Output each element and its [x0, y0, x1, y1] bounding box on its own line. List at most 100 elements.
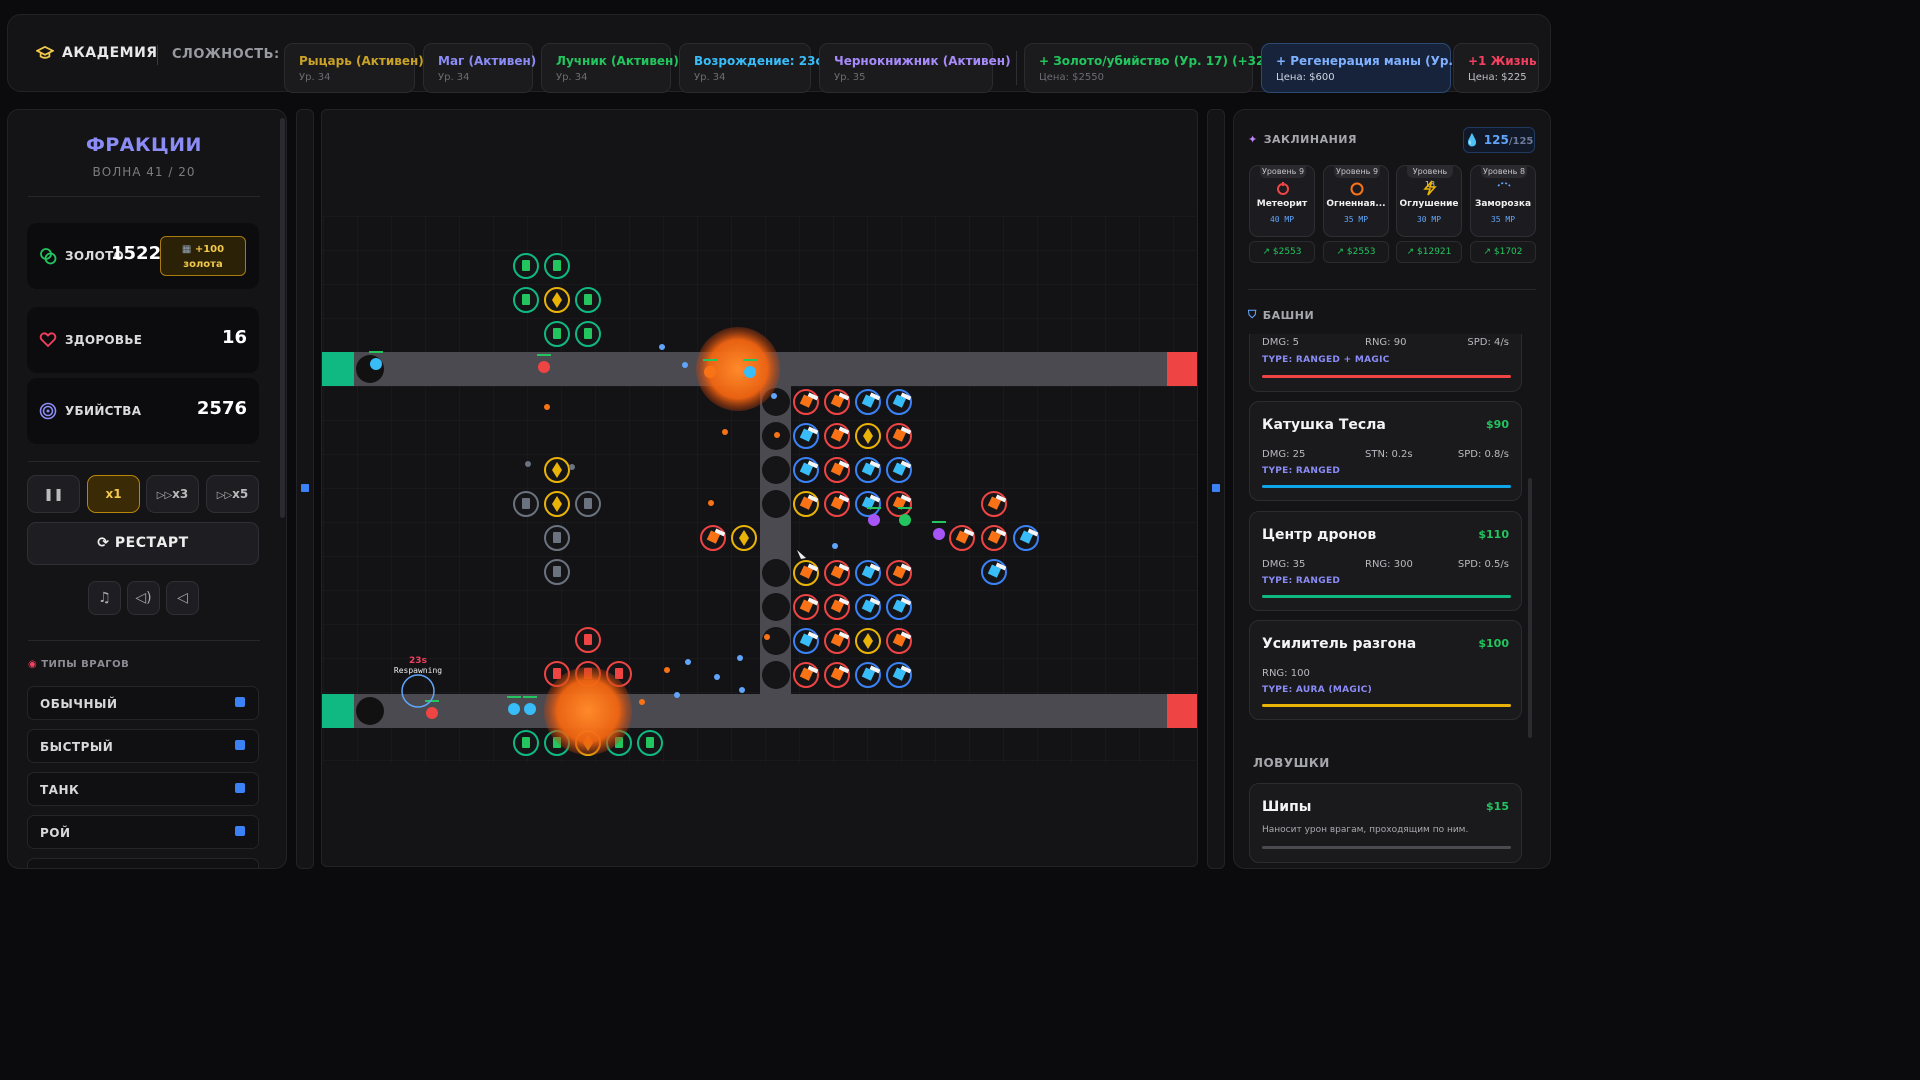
tower[interactable] [575, 627, 601, 653]
tower[interactable] [793, 594, 819, 620]
tower[interactable] [793, 423, 819, 449]
tower[interactable] [575, 287, 601, 313]
tower[interactable] [544, 525, 570, 551]
tower[interactable] [793, 389, 819, 415]
tower[interactable] [544, 491, 570, 517]
tower[interactable] [544, 559, 570, 585]
spell-fireball-button[interactable]: Уровень 9 Огненная... 35 MP [1323, 165, 1389, 237]
tower[interactable] [981, 525, 1007, 551]
build-slot[interactable] [762, 627, 790, 655]
tower[interactable] [824, 491, 850, 517]
restart-button[interactable]: ⟳ РЕСТАРТ [27, 522, 259, 565]
tower[interactable] [513, 253, 539, 279]
tower[interactable] [981, 491, 1007, 517]
tower[interactable] [886, 457, 912, 483]
tower[interactable] [793, 457, 819, 483]
tower[interactable] [855, 389, 881, 415]
faction-mage-chip[interactable]: Маг (Активен) Ур. 34 [423, 43, 536, 93]
tower[interactable] [513, 287, 539, 313]
tower[interactable] [855, 628, 881, 654]
left-collapse-rail[interactable] [296, 109, 314, 869]
spell-meteor-button[interactable]: Уровень 9 Метеорит 40 MP [1249, 165, 1315, 237]
tower[interactable] [886, 628, 912, 654]
tower[interactable] [824, 594, 850, 620]
tower[interactable] [886, 560, 912, 586]
tower-card-drone-center[interactable]: Центр дронов $110 DMG: 35 RNG: 300 SPD: … [1249, 511, 1522, 611]
tower[interactable] [793, 628, 819, 654]
tower[interactable] [981, 559, 1007, 585]
speed-x1-button[interactable]: x1 [87, 475, 140, 513]
enemy-type-fast[interactable]: БЫСТРЫЙ [27, 729, 259, 763]
upgrade-meteor-button[interactable]: ↗ $2553 [1249, 241, 1315, 263]
upgrade-mana-button[interactable]: + Регенерация маны (Ур. 4) Цена: $600 [1261, 43, 1471, 93]
spell-freeze-button[interactable]: Уровень 8 Заморозка 35 MP [1470, 165, 1536, 237]
tower[interactable] [886, 594, 912, 620]
enemy-type-normal[interactable]: ОБЫЧНЫЙ [27, 686, 259, 720]
upgrade-freeze-button[interactable]: ↗ $1702 [1470, 241, 1536, 263]
faction-respawn-chip[interactable]: Возрождение: 23с Ур. 34 [679, 43, 823, 93]
spell-stun-button[interactable]: Уровень 13 Оглушение 30 MP [1396, 165, 1462, 237]
tower[interactable] [824, 662, 850, 688]
map-canvas[interactable]: 23s Respawning [322, 110, 1198, 867]
tower[interactable] [824, 457, 850, 483]
tower[interactable] [1013, 525, 1039, 551]
left-scrollbar[interactable] [280, 118, 285, 518]
tower[interactable] [575, 321, 601, 347]
tower[interactable] [855, 662, 881, 688]
tower[interactable] [544, 321, 570, 347]
trap-card-spikes[interactable]: Шипы $15 Наносит урон врагам, проходящим… [1249, 783, 1522, 863]
tower[interactable] [855, 491, 881, 517]
music-toggle-button[interactable]: ♫ [88, 581, 121, 615]
build-slot[interactable] [762, 593, 790, 621]
enemy-type-swarm[interactable]: РОЙ [27, 815, 259, 849]
tower[interactable] [855, 457, 881, 483]
build-slot[interactable] [762, 661, 790, 689]
right-collapse-rail[interactable] [1207, 109, 1225, 869]
speed-x5-button[interactable]: ▷▷x5 [206, 475, 259, 513]
sound-toggle-button[interactable]: ◁) [127, 581, 160, 615]
pause-button[interactable]: ❚❚ [27, 475, 80, 513]
tower[interactable] [793, 560, 819, 586]
tower[interactable] [793, 662, 819, 688]
build-slot[interactable] [762, 490, 790, 518]
tower[interactable] [513, 491, 539, 517]
faction-archer-chip[interactable]: Лучник (Активен) Ур. 34 [541, 43, 679, 93]
enemy-type-tank[interactable]: ТАНК [27, 772, 259, 806]
tower[interactable] [731, 525, 757, 551]
tower[interactable] [886, 423, 912, 449]
faction-knight-chip[interactable]: Рыцарь (Активен) Ур. 34 [284, 43, 424, 93]
tower[interactable] [824, 423, 850, 449]
tower[interactable] [544, 287, 570, 313]
upgrade-fireball-button[interactable]: ↗ $2553 [1323, 241, 1389, 263]
upgrade-life-button[interactable]: +1 Жизнь Цена: $225 [1453, 43, 1539, 93]
tower[interactable] [793, 491, 819, 517]
tower[interactable] [824, 628, 850, 654]
tower-card-overclock-booster[interactable]: Усилитель разгона $100 RNG: 100 TYPE: AU… [1249, 620, 1522, 720]
tower[interactable] [824, 560, 850, 586]
tower[interactable] [637, 730, 663, 756]
tower[interactable] [855, 423, 881, 449]
tower[interactable] [886, 491, 912, 517]
tower[interactable] [949, 525, 975, 551]
faction-warlock-chip[interactable]: Чернокнижник (Активен) Ур. 35 [819, 43, 1011, 93]
upgrade-stun-button[interactable]: ↗ $12921 [1396, 241, 1462, 263]
tower[interactable] [575, 491, 601, 517]
buy-gold-button[interactable]: ▦ +100 золота [160, 236, 246, 276]
tower-card-tesla[interactable]: Катушка Тесла $90 DMG: 25 STN: 0.2s SPD:… [1249, 401, 1522, 501]
tower[interactable] [700, 525, 726, 551]
right-scrollbar[interactable] [1528, 478, 1532, 738]
tower[interactable] [855, 560, 881, 586]
volume-toggle-button[interactable]: ◁ [166, 581, 199, 615]
game-map[interactable]: 23s Respawning [321, 109, 1198, 867]
tower[interactable] [886, 662, 912, 688]
tower[interactable] [513, 730, 539, 756]
build-slot[interactable] [762, 559, 790, 587]
tower[interactable] [544, 253, 570, 279]
tower-card-partial[interactable]: DMG: 5 RNG: 90 SPD: 4/s TYPE: RANGED + M… [1249, 334, 1522, 392]
upgrade-gold-button[interactable]: + Золото/убийство (Ур. 17) (+320%) Цена:… [1024, 43, 1290, 93]
tower[interactable] [544, 457, 570, 483]
tower[interactable] [824, 389, 850, 415]
tower[interactable] [886, 389, 912, 415]
tower[interactable] [855, 594, 881, 620]
enemy-type-partial[interactable] [27, 858, 259, 868]
